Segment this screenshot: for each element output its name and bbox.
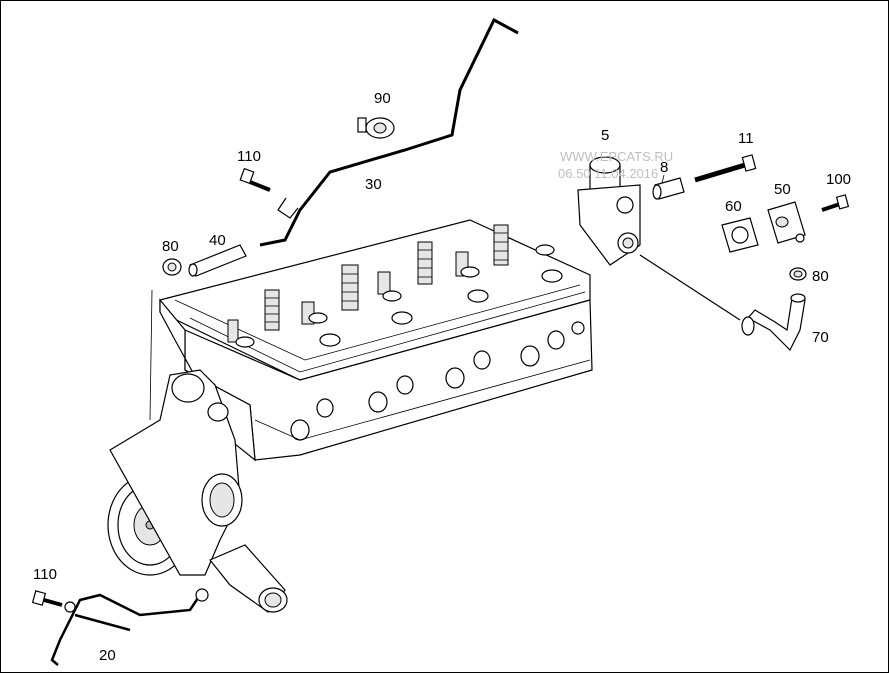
callout-60: 60 — [725, 198, 742, 215]
callout-80-left: 80 — [162, 238, 179, 255]
watermark-line-2: 06.50 11.04.2016 — [558, 166, 659, 181]
callout-110-lower: 110 — [33, 566, 57, 583]
callout-90: 90 — [374, 90, 391, 107]
clip-90 — [357, 117, 395, 139]
callout-70: 70 — [812, 329, 829, 346]
callout-20: 20 — [99, 647, 116, 664]
cover-50 — [767, 201, 806, 244]
callout-50: 50 — [774, 181, 791, 198]
sleeve-40 — [188, 244, 247, 277]
watermark-line-1: WWW.EPCATS.RU — [560, 149, 674, 164]
valve-springs — [227, 224, 509, 343]
gasket-60 — [721, 217, 759, 253]
callout-11: 11 — [738, 130, 754, 147]
bolt-110-upper — [239, 167, 271, 192]
bolt-100 — [821, 194, 850, 212]
pipe-20 — [50, 588, 209, 666]
callout-110-upper: 110 — [237, 148, 261, 165]
clamp-80-left — [162, 258, 182, 276]
sleeve-8 — [652, 177, 685, 200]
clamp-80-right — [789, 267, 807, 281]
callout-80-right: 80 — [812, 268, 829, 285]
head-ports — [290, 321, 585, 441]
pipe-30 — [259, 17, 519, 247]
bolt-11 — [694, 154, 757, 183]
callout-100: 100 — [826, 171, 852, 188]
bolt-110-lower — [31, 590, 63, 607]
head-bosses — [235, 244, 563, 348]
water-pump — [107, 289, 288, 613]
leader-lines — [661, 174, 665, 184]
hose-70 — [639, 254, 806, 352]
callout-30: 30 — [365, 176, 382, 193]
callout-40: 40 — [209, 232, 226, 249]
thermostat-housing-5 — [577, 156, 641, 266]
callout-5: 5 — [601, 127, 610, 144]
callout-8: 8 — [660, 159, 669, 176]
